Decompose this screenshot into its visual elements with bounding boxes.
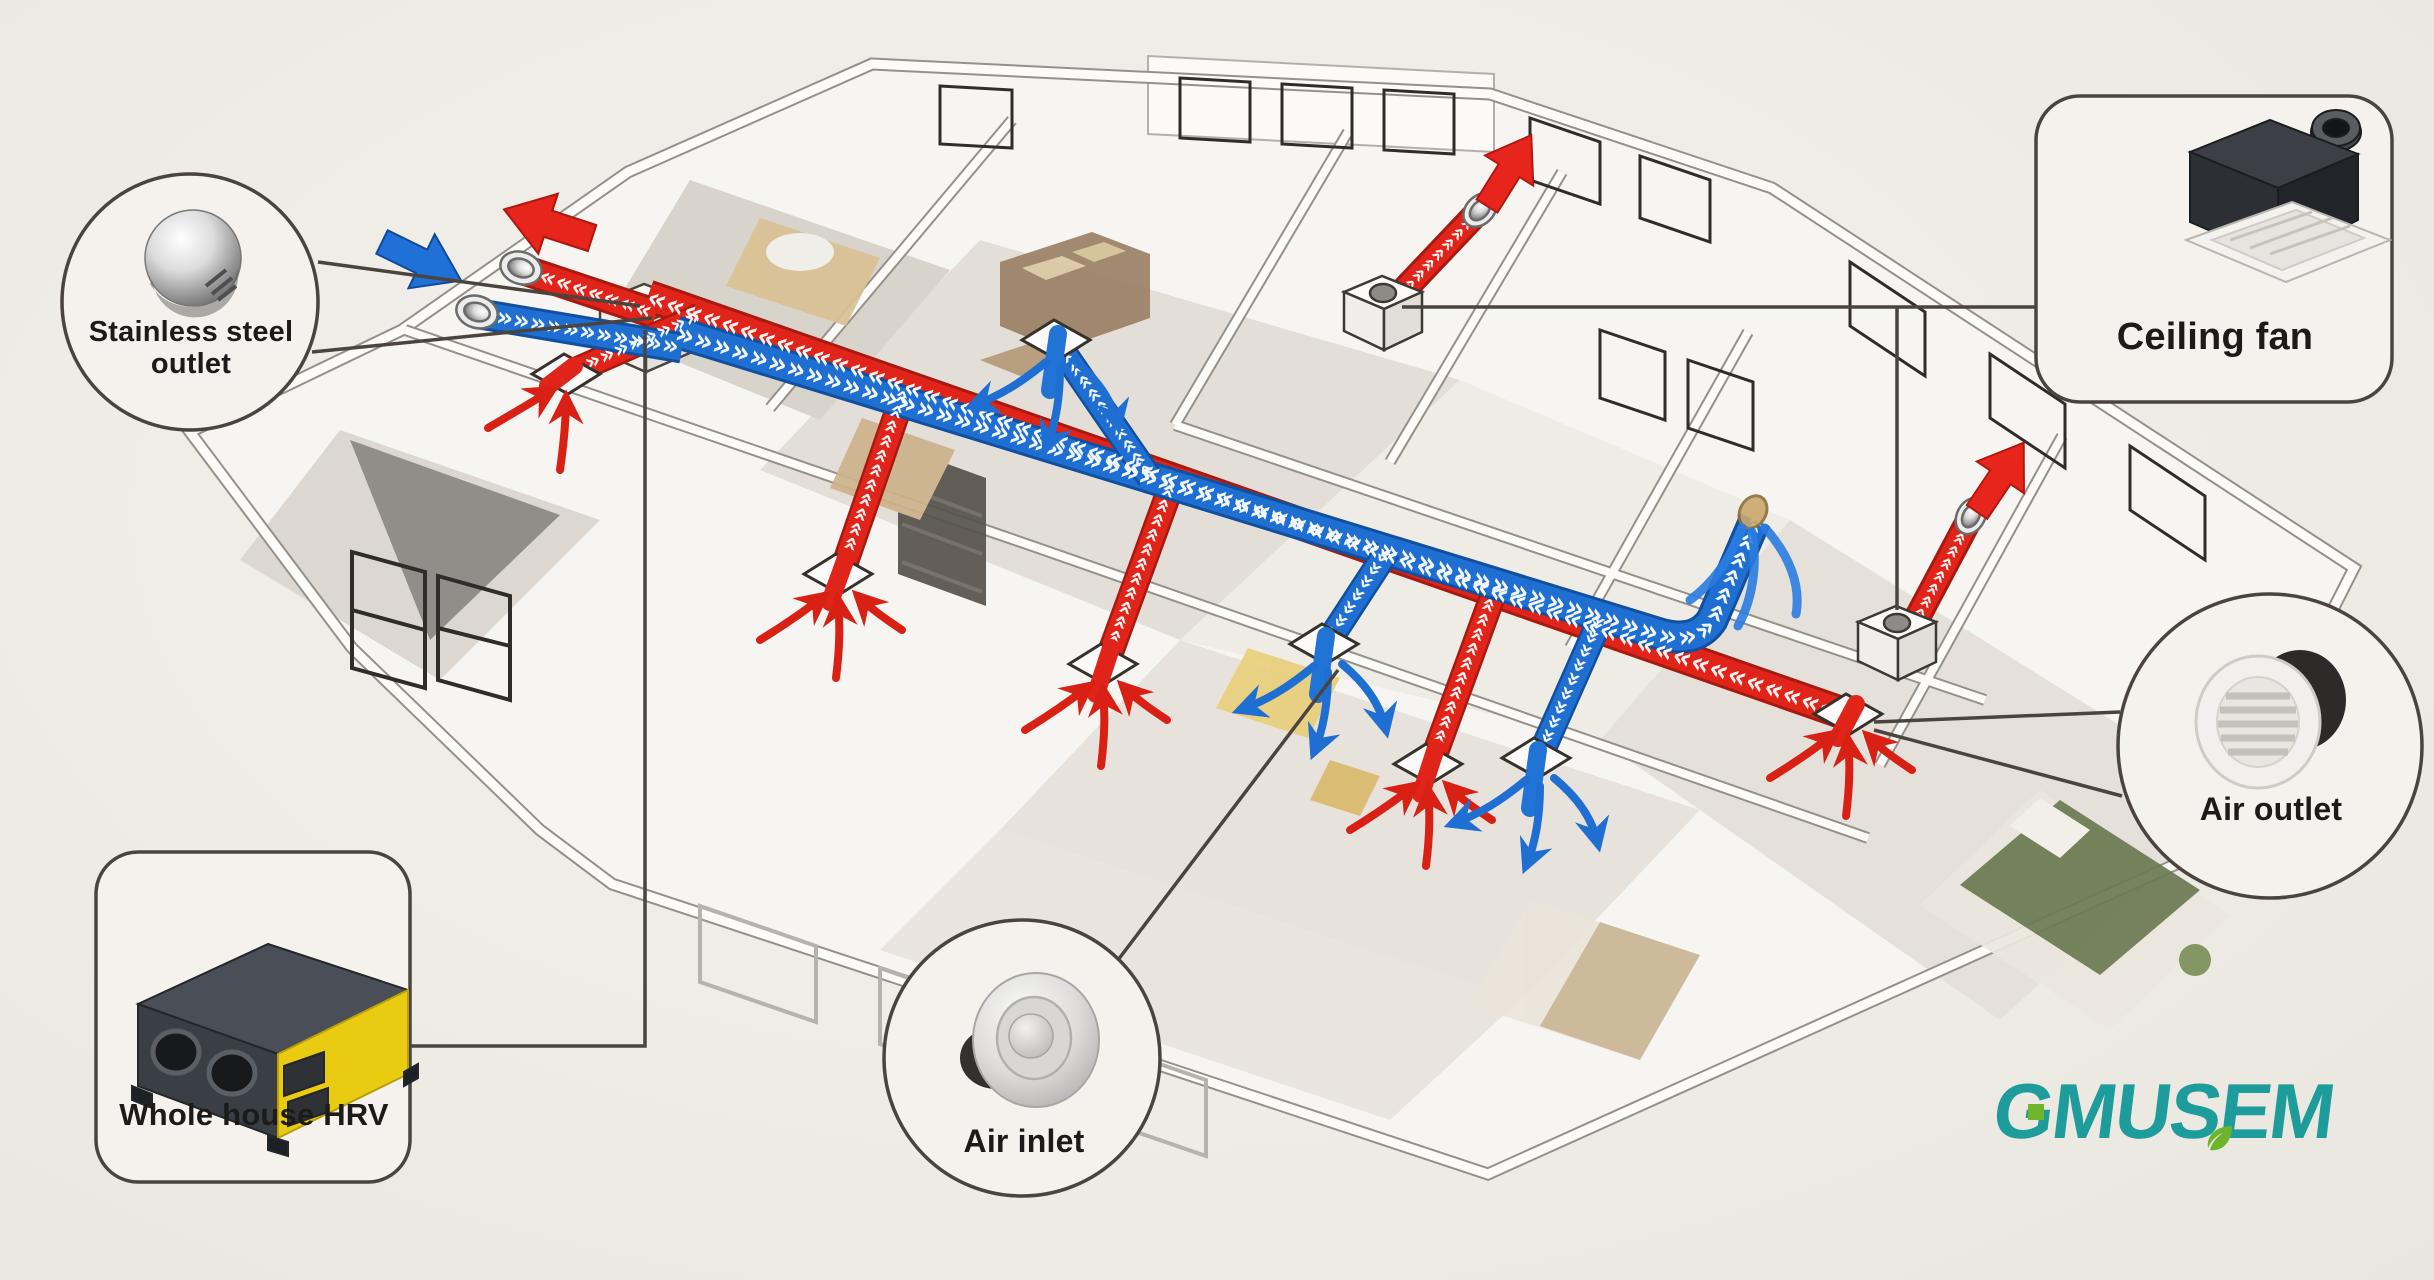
stainless-callout-wedge <box>311 260 653 354</box>
whole-house-hrv-label: Whole house HRV <box>119 1097 389 1132</box>
whole-house-hrv-icon <box>131 942 419 1158</box>
ceiling-fan-unit-2 <box>1854 604 1940 682</box>
furniture <box>726 218 2230 1060</box>
callout-lines <box>311 260 2123 1048</box>
gmusem-logo-leaf-icon <box>2207 1126 2232 1151</box>
ceiling-fan-callout-line <box>1402 305 2036 610</box>
hrv-callout-line <box>410 330 647 1048</box>
air-outlet-label: Air outlet <box>2199 791 2343 827</box>
ceiling-fan-label: Ceiling fan <box>2116 316 2314 358</box>
air-outlet-icon <box>2194 650 2346 790</box>
gmusem-logo: GMUSEM <box>1989 1066 2414 1176</box>
stainless-outlet-icon <box>144 209 242 318</box>
room-air-arrows <box>484 356 1916 875</box>
air-outlet-callout-wedge <box>1873 710 2123 798</box>
supply-elbow-spray <box>1685 494 1802 631</box>
ceiling-fan-icon <box>2183 109 2393 284</box>
air-inlet-icon <box>960 972 1100 1108</box>
air-inlet-callout-line <box>1116 668 1340 962</box>
air-inlet-label: Air inlet <box>963 1123 1085 1159</box>
stainless-outlet-label: Stainless steel outlet <box>88 316 294 381</box>
gmusem-logo-green-square <box>2028 1104 2044 1120</box>
back-wall-raised <box>1147 54 1495 154</box>
